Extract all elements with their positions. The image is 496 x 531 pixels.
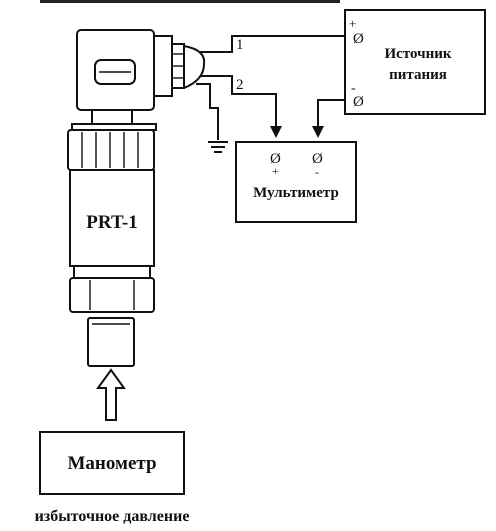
wire-2-label: 2 (236, 77, 244, 93)
multimeter-box (235, 141, 357, 223)
sensor-fitting (87, 317, 135, 367)
sensor-neck (91, 109, 133, 125)
power-supply-plus-terminal-icon: Ø (353, 31, 364, 47)
top-cropped-text (40, 0, 340, 3)
power-supply-minus-terminal-icon: Ø (353, 94, 364, 110)
manometer-label: Манометр (67, 453, 156, 474)
wire-minus-arrowhead (312, 126, 324, 138)
wire-1-label: 1 (236, 37, 244, 53)
pressure-arrow-icon (96, 368, 126, 421)
ground-wire (196, 83, 219, 140)
manometer: Манометр (39, 431, 185, 495)
multimeter-minus-terminal-icon: Ø (312, 151, 323, 167)
multimeter-plus-sign: + (272, 164, 279, 178)
wiring: 1 2 (196, 35, 348, 153)
power-supply-label-1: Источник (385, 46, 452, 62)
sensor-lower-hex (69, 277, 155, 313)
power-supply-plus-sign: + (349, 16, 356, 31)
power-supply-label-2: питания (389, 67, 447, 83)
manometer-box (39, 431, 185, 495)
ground-icon (208, 141, 228, 153)
sensor-upper-nut (67, 129, 155, 171)
multimeter-label: Мультиметр (253, 185, 339, 201)
multimeter-minus-sign: - (315, 165, 319, 179)
multimeter: Ø + Ø - Мультиметр (235, 141, 357, 223)
gland-cap (183, 45, 206, 89)
multimeter-plus-terminal-icon: Ø (270, 151, 281, 167)
sensor-lower-ring (73, 265, 151, 279)
pressure-caption: избыточное давление (35, 508, 190, 525)
gland-base (153, 35, 173, 97)
sensor-label: PRT-1 (86, 212, 137, 233)
power-supply-minus-sign: - (351, 81, 356, 96)
power-supply: Источник питания + Ø - Ø (344, 9, 486, 115)
power-supply-box (344, 9, 486, 115)
pressure-sensor: PRT-1 (67, 29, 157, 367)
wire-1 (200, 35, 348, 53)
wire-2 (200, 75, 277, 130)
sensor-body (69, 169, 155, 267)
wire-psu-minus (317, 99, 348, 130)
cable-gland (153, 35, 206, 97)
wire-2-arrowhead (270, 126, 282, 138)
